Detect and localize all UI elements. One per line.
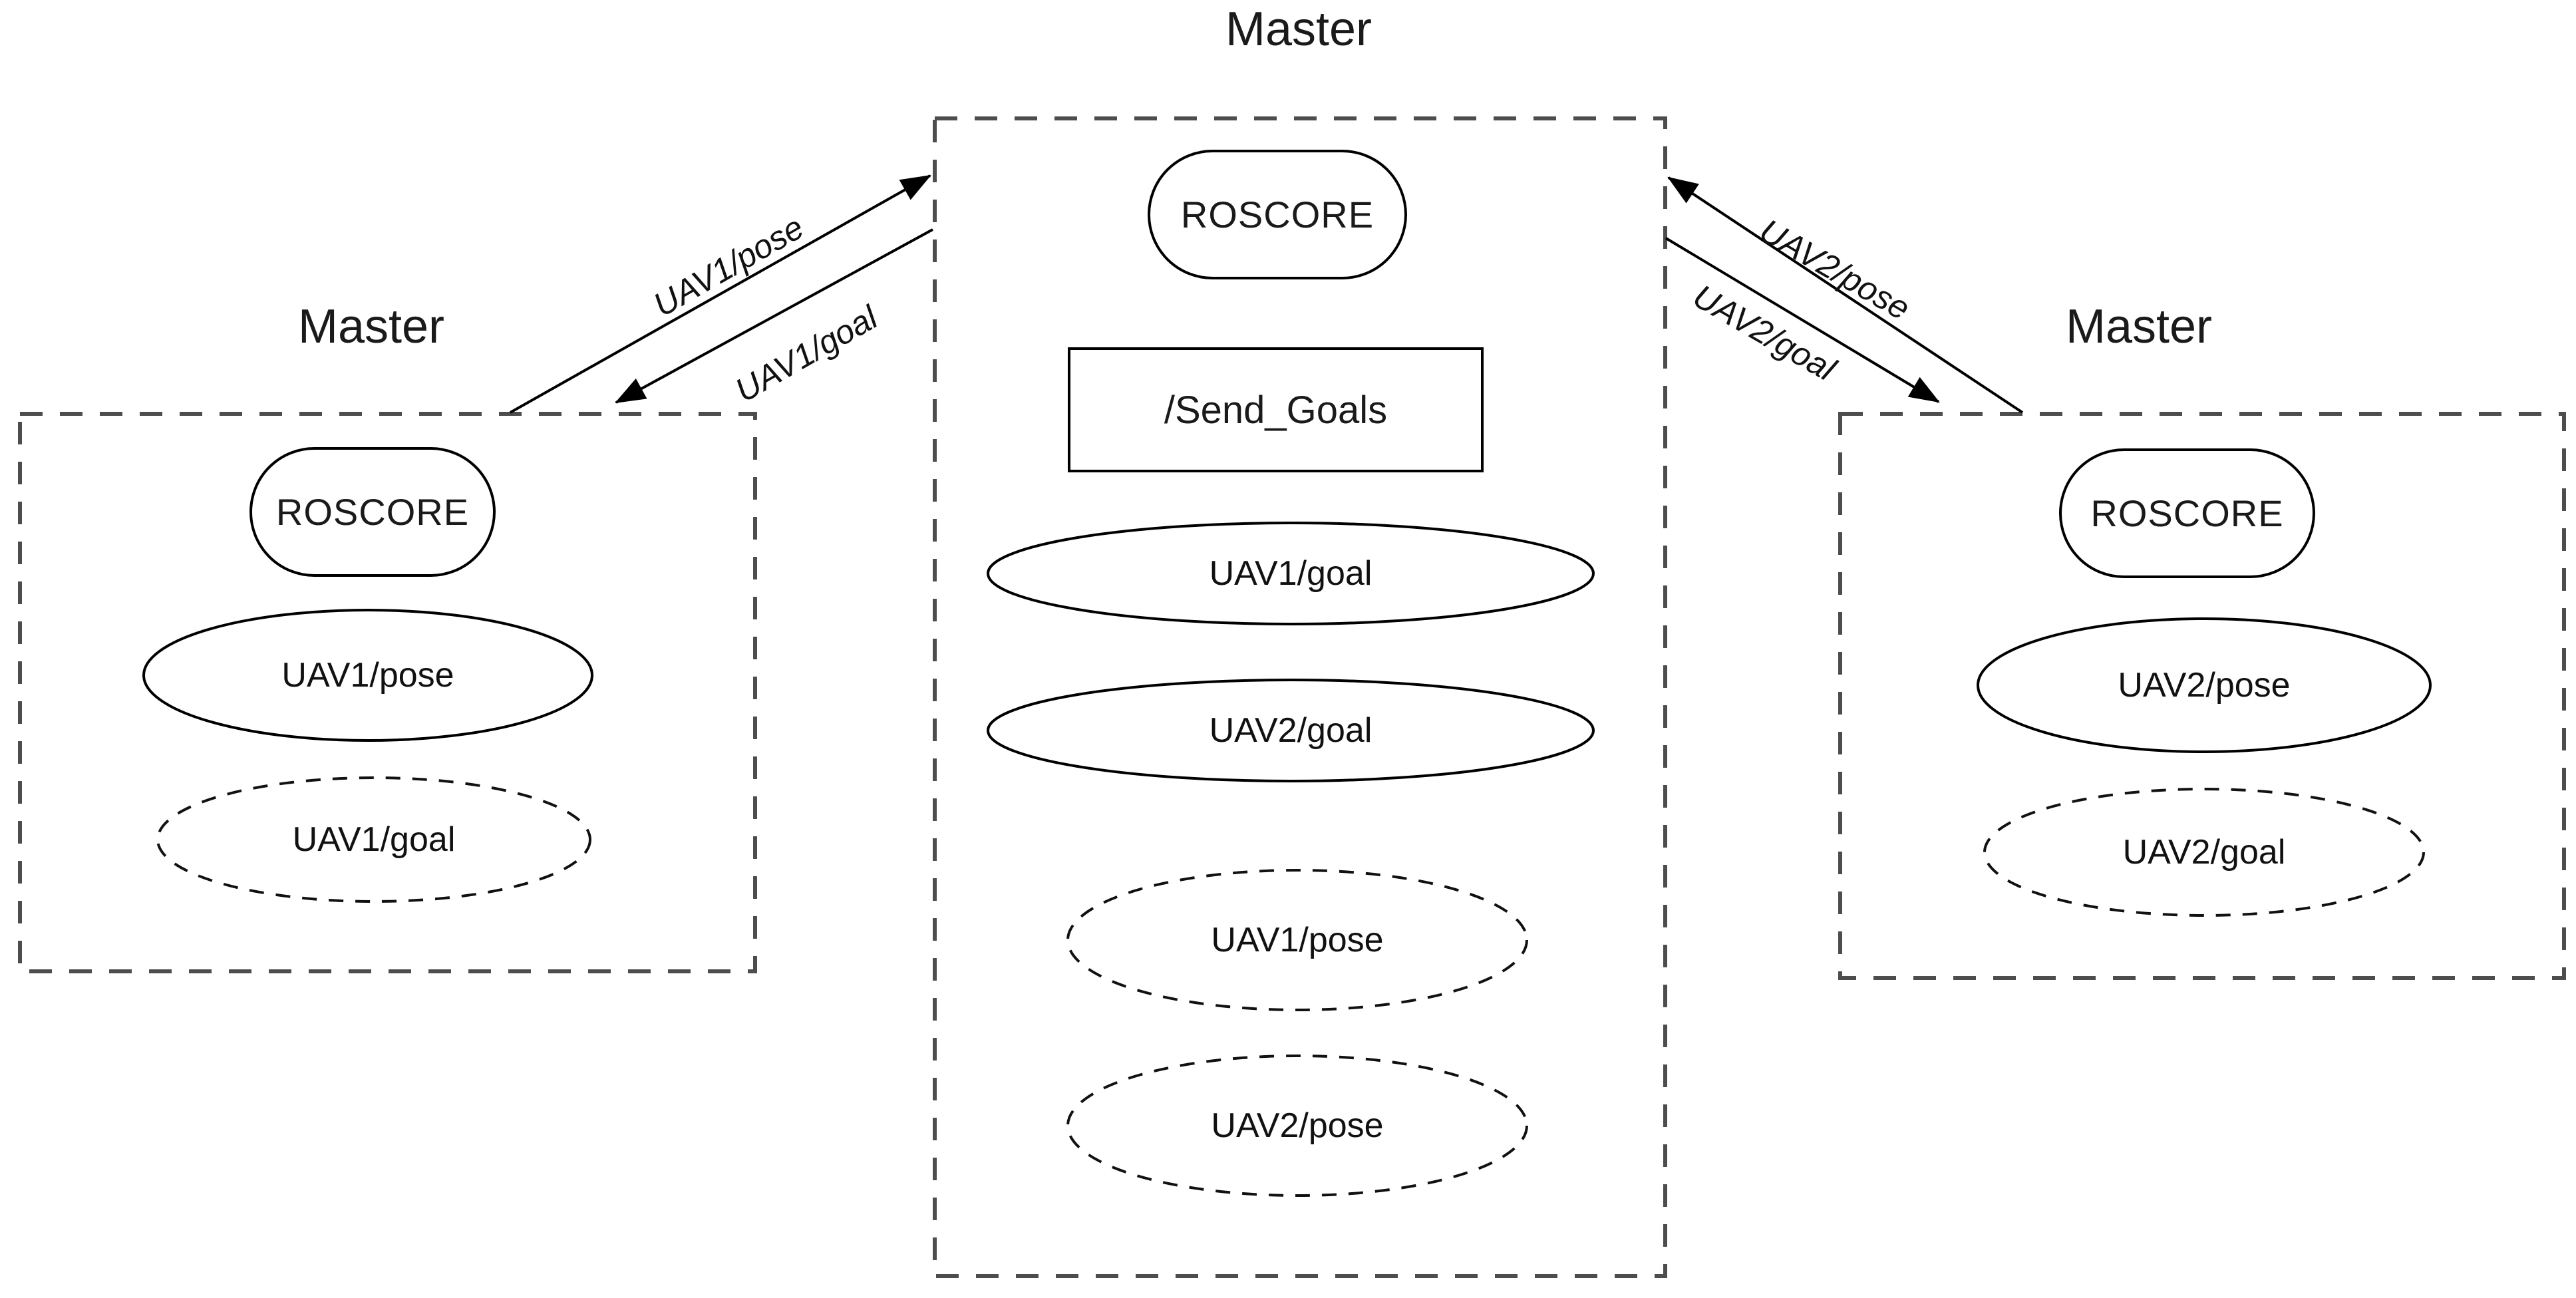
center-uav2-goal-ellipse [987, 679, 1595, 782]
right-uav2-goal-label: UAV2/goal [2122, 833, 2286, 872]
send-goals-node: /Send_Goals [1068, 347, 1484, 472]
center-uav1-goal-label: UAV1/goal [1209, 554, 1372, 593]
right-roscore-label: ROSCORE [2090, 492, 2284, 534]
left-master-box [18, 412, 757, 973]
center-uav1-pose-label: UAV1/pose [1211, 921, 1384, 959]
left-roscore-node: ROSCORE [249, 447, 496, 577]
left-uav1-goal-label: UAV1/goal [292, 820, 456, 859]
center-uav1-pose-ellipse [1066, 869, 1528, 1011]
center-roscore-node: ROSCORE [1148, 150, 1407, 279]
right-uav2-pose-ellipse [1977, 617, 2432, 753]
left-uav1-goal-ellipse [156, 776, 591, 903]
center-roscore-label: ROSCORE [1180, 194, 1374, 236]
center-master-box [933, 116, 1667, 1278]
left-master-title: Master [297, 300, 445, 353]
right-master-box [1838, 412, 2566, 980]
right-master-title: Master [2065, 300, 2213, 353]
center-uav2-pose-label: UAV2/pose [1211, 1106, 1384, 1145]
send-goals-label: /Send_Goals [1164, 388, 1388, 432]
left-roscore-label: ROSCORE [275, 491, 470, 533]
right-roscore-node: ROSCORE [2059, 448, 2315, 578]
right-uav2-pose-label: UAV2/pose [2118, 666, 2291, 705]
arrow-uav2-goal [1665, 237, 1940, 403]
center-uav2-goal-label: UAV2/goal [1209, 711, 1372, 750]
left-uav1-pose-label: UAV1/pose [281, 656, 454, 695]
arrow-uav1-pose [510, 174, 931, 414]
right-uav2-goal-ellipse [1983, 788, 2425, 917]
arrow-uav2-pose [1667, 176, 2024, 414]
center-uav2-pose-ellipse [1066, 1055, 1528, 1197]
center-uav1-goal-ellipse [987, 522, 1595, 625]
left-uav1-pose-ellipse [142, 609, 593, 742]
center-master-title: Master [1225, 3, 1372, 56]
arrow-uav1-goal [615, 228, 933, 404]
